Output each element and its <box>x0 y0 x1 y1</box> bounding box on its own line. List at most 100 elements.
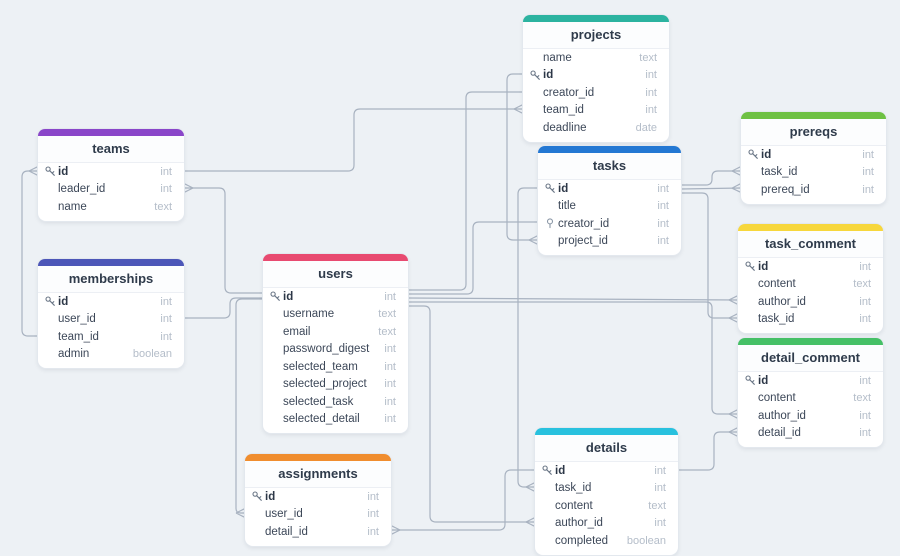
table-title: task_comment <box>738 231 883 258</box>
relationship-line-tasks.project_id-to-projects.id[interactable] <box>506 73 538 241</box>
field-type: int <box>384 360 396 373</box>
field-type: text <box>154 200 172 213</box>
relationship-line-detail_comment.detail_id-to-details.id[interactable] <box>678 431 738 471</box>
field-type: int <box>657 217 669 230</box>
field-name: creator_id <box>558 217 610 230</box>
relationship-line-prereqs.task_id-to-tasks.id[interactable] <box>681 170 741 186</box>
field-name: username <box>283 308 335 321</box>
field-type: int <box>384 395 396 408</box>
primary-key-icon <box>252 491 265 502</box>
field-type: int <box>645 86 657 99</box>
field-name: author_id <box>758 409 806 422</box>
field-row-projects-team_id[interactable]: team_id int <box>523 102 669 120</box>
field-type: boolean <box>626 534 666 547</box>
relationship-line-detail_comment.author_id-to-users.id[interactable] <box>408 301 738 415</box>
field-type: int <box>384 378 396 391</box>
field-name: completed <box>555 534 609 547</box>
relationship-line-teams.leader_id-to-users.id[interactable] <box>184 187 263 294</box>
field-name: team_id <box>543 104 584 117</box>
field-type: int <box>645 104 657 117</box>
field-row-tasks-creator_id[interactable]: creator_id int <box>538 215 681 233</box>
field-row-details-completed[interactable]: completed boolean <box>535 532 678 550</box>
field-type: text <box>378 325 396 338</box>
table-accent-bar <box>245 454 391 461</box>
crow-foot-marker <box>728 408 739 420</box>
relationship-line-assignments.detail_id-to-details.id[interactable] <box>391 469 535 531</box>
relationship-line-memberships.user_id-to-users.id[interactable] <box>184 297 263 319</box>
field-name: id <box>543 69 554 82</box>
relationship-line-memberships.team_id-to-teams.id[interactable] <box>21 170 38 337</box>
relationship-line-assignments.user_id-to-users.id[interactable] <box>235 298 263 514</box>
field-type: int <box>859 295 871 308</box>
field-type: int <box>862 166 874 179</box>
field-type: int <box>657 200 669 213</box>
relationship-line-projects.team_id-to-teams.id[interactable] <box>184 108 523 172</box>
relationship-line-details.task_id-to-tasks.id[interactable] <box>517 187 538 488</box>
circle-stem-icon <box>545 218 558 229</box>
relationship-line-prereqs.prereq_id-to-tasks.id[interactable] <box>680 187 742 190</box>
field-name: team_id <box>58 330 99 343</box>
field-row-projects-creator_id[interactable]: creator_id int <box>523 84 669 102</box>
field-name: creator_id <box>543 86 595 99</box>
table-title: projects <box>523 22 669 49</box>
relationship-line-details.author_id-to-users.id[interactable] <box>408 305 535 523</box>
relationship-line-projects.creator_id-to-users.id[interactable] <box>408 91 523 291</box>
relationship-line-task_comment.author_id-to-users.id[interactable] <box>407 297 739 301</box>
field-type: text <box>853 392 871 405</box>
field-type: text <box>853 278 871 291</box>
relationship-line-tasks.creator_id-to-users.id[interactable] <box>408 221 538 295</box>
relationship-line-task_comment.task_id-to-tasks.id[interactable] <box>681 192 738 319</box>
